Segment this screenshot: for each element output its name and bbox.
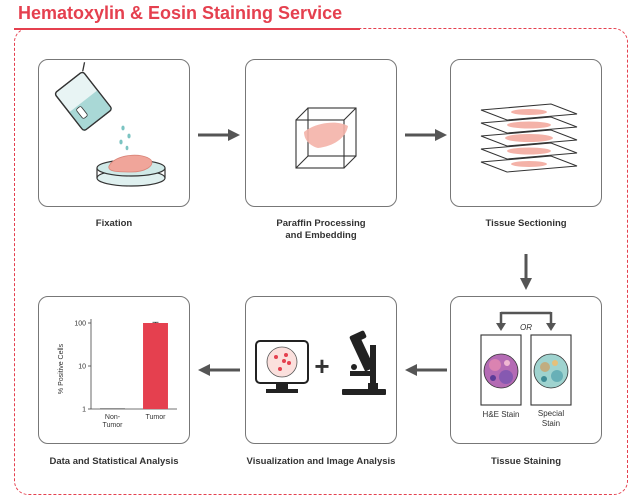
step-data-panel: 1 10 100 Non-Tumor Tumor % Positive Cells	[38, 296, 190, 444]
step-staining-panel: OR H&E Stain Special Stain	[450, 296, 602, 444]
he-slide-icon	[480, 334, 522, 406]
y-tick-label: 10	[78, 364, 86, 371]
page-title: Hematoxylin & Eosin Staining Service	[18, 3, 343, 23]
step-fixation-panel	[38, 59, 190, 207]
step-paraffin-label-line1: Paraffin Processing	[276, 218, 366, 229]
step-visualization-label: Visualization and Image Analysis	[246, 456, 396, 467]
visualization-illustration	[255, 330, 386, 395]
plus-icon: +	[314, 351, 330, 381]
step-visualization-panel: +	[245, 296, 397, 444]
step-sectioning-panel	[450, 59, 602, 207]
tissue-sections-icon	[480, 103, 578, 173]
x-category-label: Tumor	[146, 414, 167, 421]
step-staining-label: Tissue Staining	[490, 456, 562, 467]
split-arrow-icon	[499, 311, 553, 325]
special-stain-label-line2: Stain	[541, 419, 561, 428]
step-paraffin-label-line2: and Embedding	[285, 230, 357, 241]
y-tick-label: 1	[82, 407, 86, 414]
he-stain-label: H&E Stain	[482, 410, 520, 419]
chart-yticks: 1 10 100	[74, 321, 91, 414]
monitor-icon	[255, 340, 309, 393]
step-paraffin-label: Paraffin Processing and Embedding	[245, 218, 397, 242]
petri-dish-icon	[96, 154, 166, 187]
title-underline	[14, 28, 360, 30]
special-stain-label: Special Stain	[521, 409, 581, 429]
chart-ylabel: % Positive Cells	[58, 343, 65, 394]
fixation-illustration	[54, 62, 166, 187]
tissue-icon	[304, 122, 348, 148]
step-paraffin-panel	[245, 59, 397, 207]
sections-illustration	[480, 103, 578, 173]
paraffin-block-illustration	[295, 107, 357, 169]
staining-illustration	[480, 311, 572, 406]
cube-icon	[295, 107, 357, 169]
arrow-left-icon	[198, 364, 240, 376]
step-fixation-label: Fixation	[95, 218, 133, 229]
y-tick-label: 100	[74, 321, 86, 328]
chart-xlabels: Non-Tumor Tumor	[103, 414, 167, 429]
special-stain-label-line1: Special	[537, 409, 565, 418]
or-label: OR	[520, 323, 532, 332]
step-data-label: Data and Statistical Analysis	[49, 456, 179, 467]
workflow-frame	[14, 28, 628, 495]
bar	[143, 323, 168, 409]
chart-bars	[100, 321, 168, 409]
arrow-right-icon	[198, 129, 240, 141]
drip-icon	[119, 125, 131, 151]
beaker-icon	[54, 62, 113, 132]
special-slide-icon	[530, 334, 572, 406]
arrow-right-icon	[405, 129, 447, 141]
x-category-label: Non-Tumor	[103, 414, 124, 429]
bar-chart: 1 10 100 Non-Tumor Tumor % Positive Cells	[58, 319, 177, 429]
microscope-icon	[342, 330, 386, 395]
arrow-left-icon	[405, 364, 447, 376]
arrow-down-icon	[520, 254, 532, 290]
step-sectioning-label: Tissue Sectioning	[485, 218, 567, 229]
